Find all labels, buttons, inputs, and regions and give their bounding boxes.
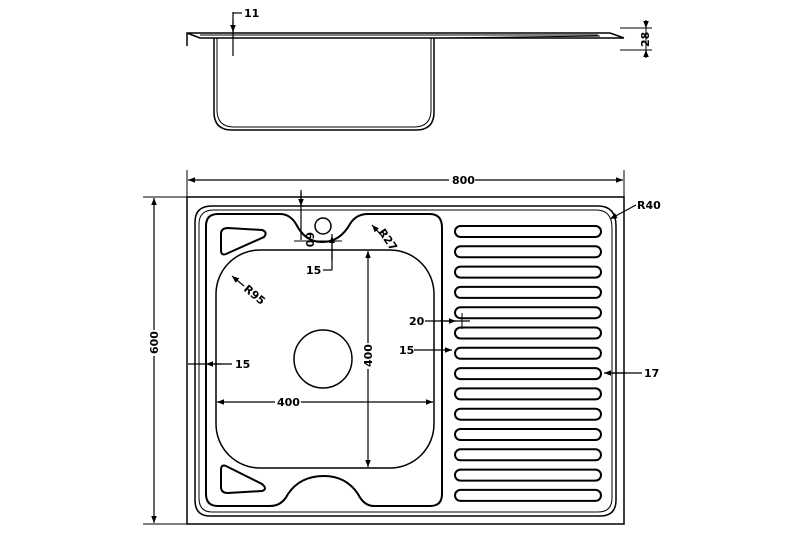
- drainboard-groove: [454, 285, 602, 299]
- drainboard-groove: [454, 306, 602, 320]
- outer-frame: [186, 196, 625, 525]
- plan-view: 800 600 R40 60 R27 15 R95 20 15: [143, 170, 661, 525]
- dim-11-text: 11: [244, 7, 259, 20]
- dim-15-groove-text: 15: [399, 344, 414, 357]
- drain-hole: [293, 329, 353, 389]
- dim-r95-leader: [231, 275, 245, 287]
- drainboard-grooves: [454, 225, 602, 502]
- drainboard-groove: [454, 387, 602, 401]
- corner-triangle-top: [220, 226, 267, 256]
- dim-20-text: 20: [409, 315, 425, 328]
- drainboard-groove: [454, 265, 602, 279]
- dim-r40-leader: [609, 204, 637, 220]
- drainboard-groove: [454, 428, 602, 441]
- rim-outline-inner: [198, 209, 613, 513]
- drainboard-groove: [454, 225, 602, 238]
- dim-600-text: 600: [148, 331, 161, 354]
- basin-outline: [205, 213, 443, 507]
- drainboard-groove: [454, 346, 602, 360]
- bowl-profile: [213, 38, 435, 131]
- dim-400-vert-text: 400: [362, 344, 375, 367]
- drainboard-groove: [454, 448, 602, 462]
- drainboard-groove: [454, 245, 602, 259]
- drainboard-groove: [454, 367, 602, 381]
- dim-60-text: 60: [303, 232, 316, 248]
- dim-r27-leader: [371, 224, 383, 237]
- dim-400-horiz-text: 400: [277, 396, 300, 409]
- dim-15-side-text: 15: [235, 358, 250, 371]
- dim-17-text: 17: [644, 367, 659, 380]
- drainboard-groove: [454, 468, 602, 482]
- dim-r40-text: R40: [637, 199, 661, 212]
- drainboard-groove: [454, 407, 602, 421]
- bowl-outline: [215, 249, 435, 469]
- dim-15-tap-text: 15: [306, 264, 321, 277]
- dim-r95-text: R95: [241, 282, 268, 307]
- bowl-inner-profile: [216, 38, 432, 128]
- dim-28-text: 28: [639, 32, 652, 47]
- side-view: 11 28: [186, 7, 652, 131]
- drainboard-groove: [454, 488, 602, 502]
- dim-800-text: 800: [452, 174, 475, 187]
- drainboard-groove: [454, 326, 602, 340]
- drainboard-profile: [439, 35, 601, 39]
- rim-profile: [186, 32, 625, 46]
- dim-r27-text: R27: [376, 226, 400, 253]
- corner-triangle-bottom: [220, 464, 266, 495]
- tap-hole: [314, 217, 332, 235]
